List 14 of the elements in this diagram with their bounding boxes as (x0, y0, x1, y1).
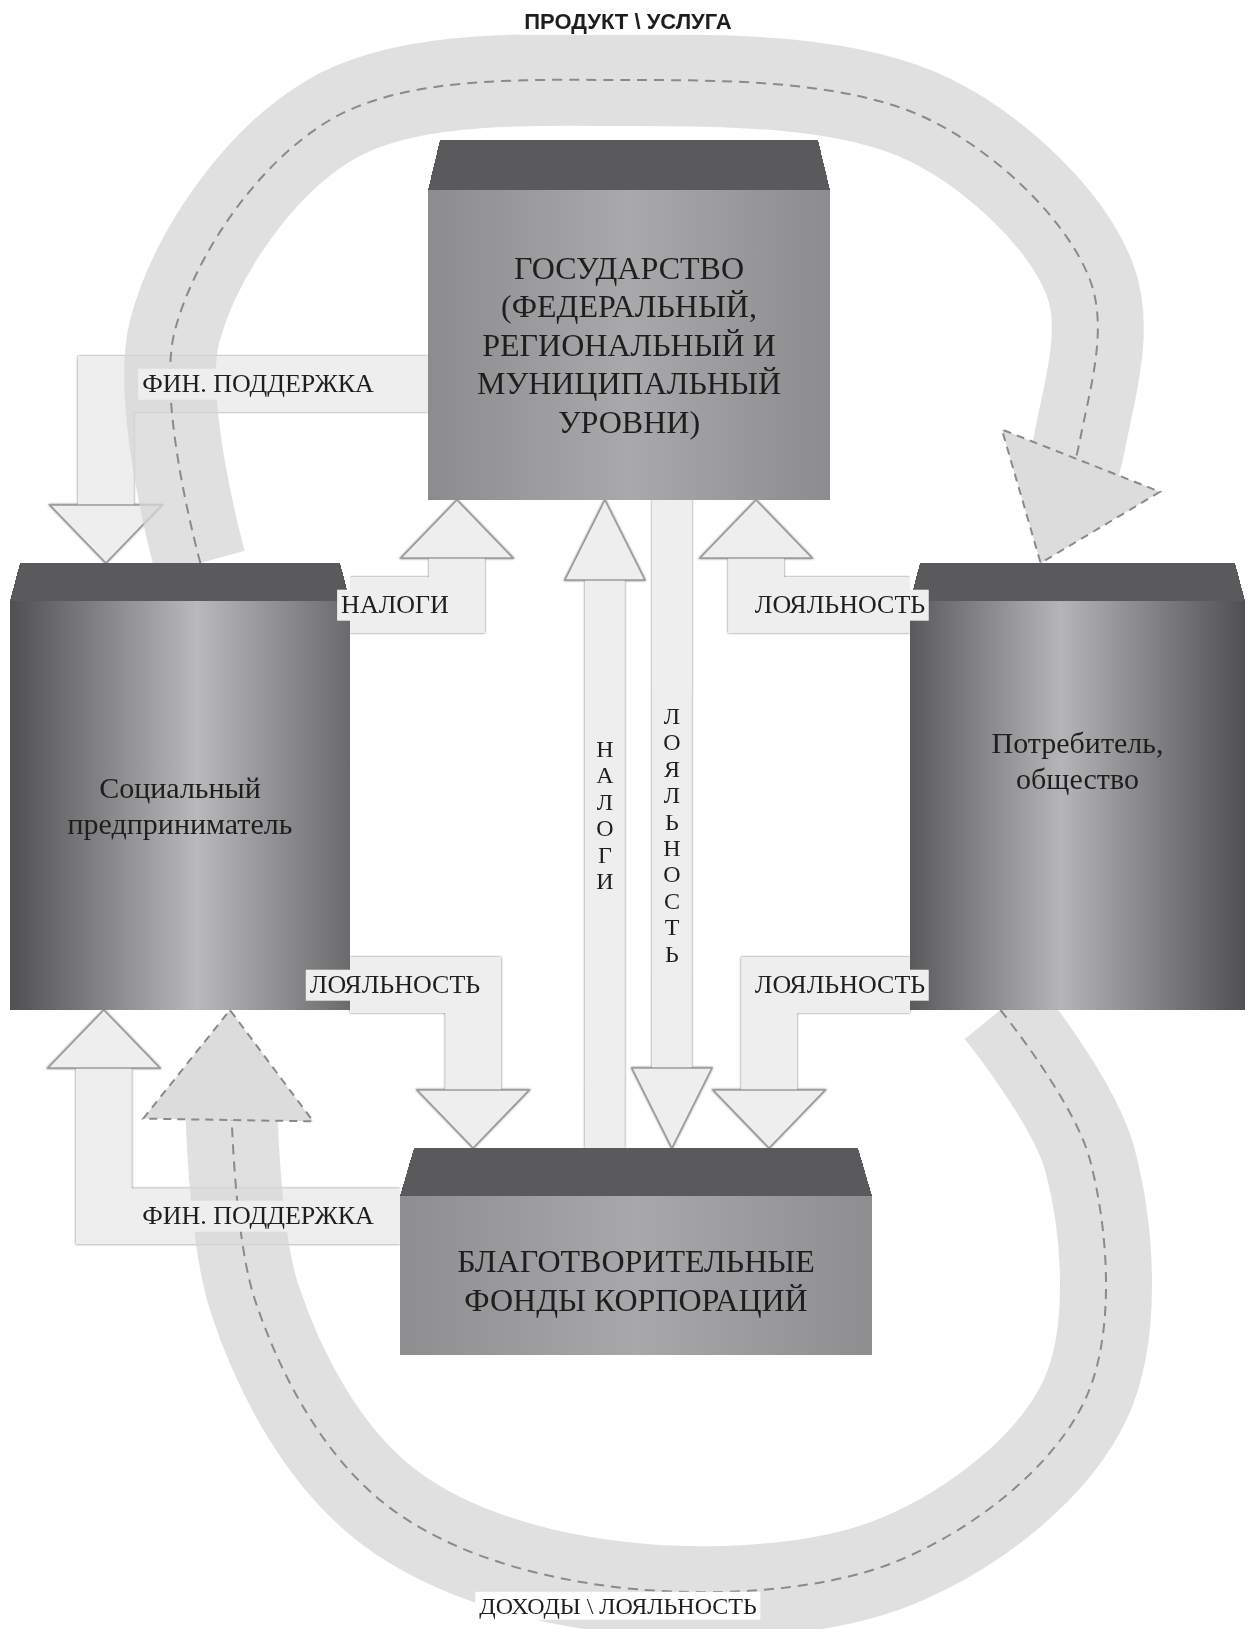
node-label: Потребитель, общество (990, 724, 1165, 797)
block-box (400, 1148, 872, 1355)
block-arrow (350, 499, 514, 633)
edge-label: ДОХОДЫ \ ЛОЯЛЬНОСТЬ (475, 1591, 761, 1621)
block-arrow (564, 499, 646, 1148)
block-arrow (49, 356, 428, 564)
block-arrow (350, 956, 530, 1149)
block-arrow (699, 499, 910, 633)
node-label: Социальный предприниматель (66, 769, 294, 842)
node-label: БЛАГОТВОРИТЕЛЬНЫЕ ФОНДЫ КОРПОРАЦИЙ (456, 1242, 816, 1319)
node-label: ГОСУДАРСТВО (ФЕДЕРАЛЬНЫЙ, РЕГИОНАЛЬНЫЙ И МУНИЦИПАЛЬНЫЙ УРОВНИ) (476, 249, 782, 441)
block-arrow (712, 956, 910, 1149)
block-box (428, 140, 830, 500)
block-arrow (631, 500, 713, 1149)
